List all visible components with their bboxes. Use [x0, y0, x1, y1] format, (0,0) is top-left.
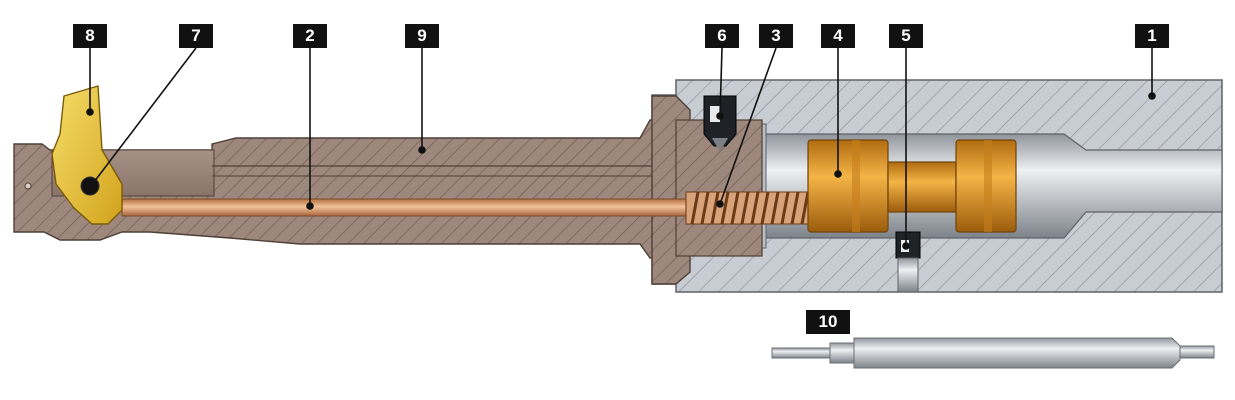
bar-hole: [24, 182, 32, 190]
cutting-insert: [51, 85, 123, 225]
label-10: 10: [806, 310, 850, 334]
set-screw-5: [895, 231, 921, 293]
label-9: 9: [405, 24, 439, 48]
extraction-tool: [771, 337, 1215, 369]
set-screw-6: [703, 95, 737, 152]
label-2: 2: [293, 24, 327, 48]
label-3: 3: [759, 24, 793, 48]
spring: [685, 191, 815, 225]
label-8: 8: [73, 24, 107, 48]
label-6: 6: [705, 24, 739, 48]
piston: [807, 139, 1017, 233]
label-1: 1: [1135, 24, 1169, 48]
label-5: 5: [889, 24, 923, 48]
label-7: 7: [179, 24, 213, 48]
leader-lines: [86, 47, 1156, 250]
label-4: 4: [821, 24, 855, 48]
